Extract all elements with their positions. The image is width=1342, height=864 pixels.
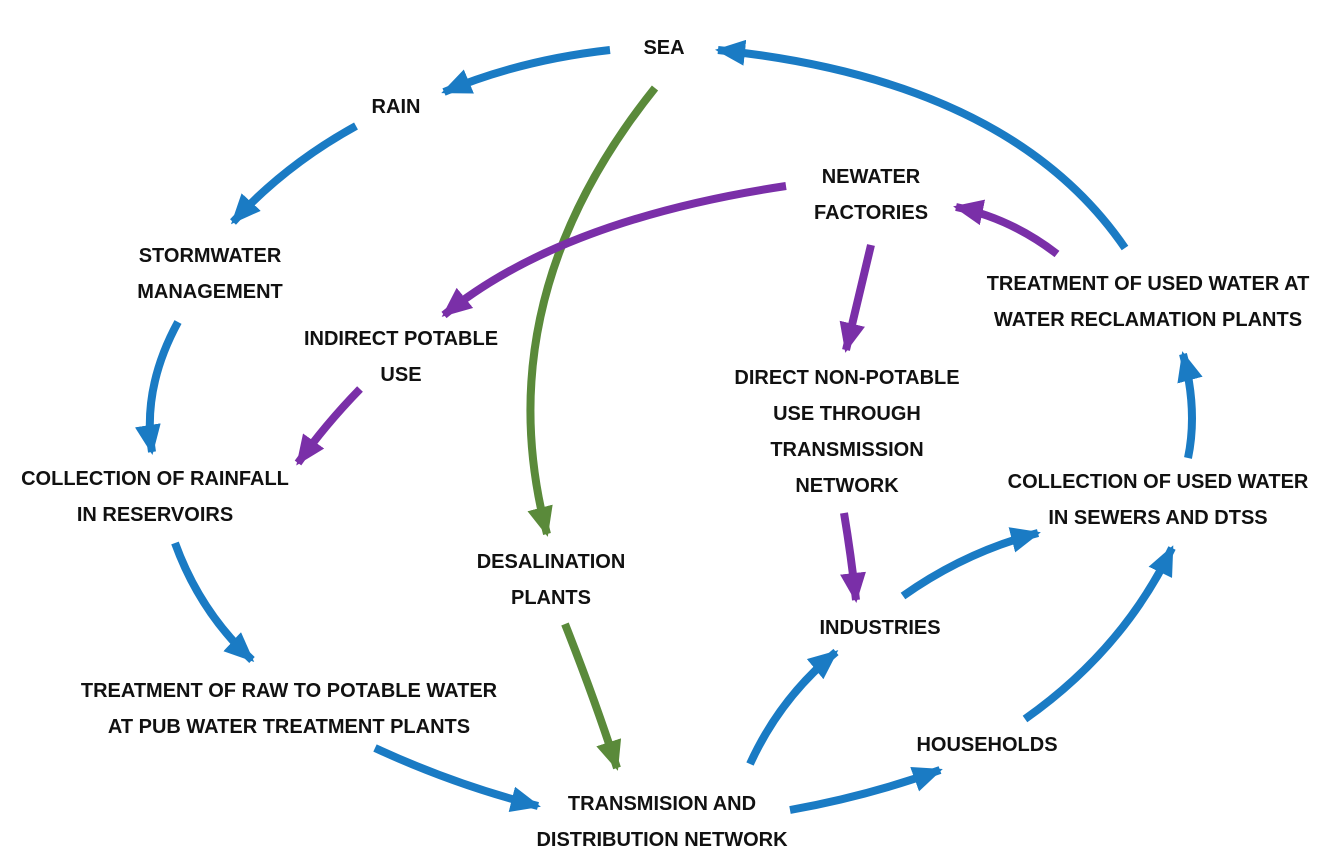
arrow-desalination-to-transmission [561, 622, 622, 771]
node-label-line: NETWORK [795, 475, 899, 497]
node-sea: SEA [643, 30, 684, 66]
node-label-line: NEWATER [821, 166, 921, 188]
node-label-line: TRANSMISSION [770, 439, 924, 461]
arrow-treatment-used-to-newater [953, 199, 1060, 258]
arrow-direct-nonpotable-to-industries [840, 512, 866, 603]
node-collection-of-rainfall: COLLECTION OF RAINFALL IN RESERVOIRS [21, 461, 289, 533]
node-label-line: USE [380, 364, 422, 386]
node-label-line: COLLECTION OF USED WATER [1007, 471, 1309, 493]
node-label-line: USE THROUGH [773, 403, 921, 425]
arrow-newater-to-indirect-potable [441, 182, 787, 319]
arrow-households-to-collection-used [1022, 545, 1176, 723]
arrow-industries-to-collection-used [900, 527, 1041, 600]
node-label-line: TRANSMISION AND [567, 793, 757, 815]
node-treatment-raw-to-potable: TREATMENT OF RAW TO POTABLE WATER AT PUB … [81, 673, 497, 745]
node-label-line: INDIRECT POTABLE [303, 328, 499, 350]
node-label-line: INDUSTRIES [819, 617, 941, 639]
arrow-sea-to-desalination [526, 85, 659, 537]
node-treatment-of-used-water: TREATMENT OF USED WATER AT WATER RECLAMAT… [987, 266, 1310, 338]
node-label-line: TREATMENT OF RAW TO POTABLE WATER [80, 680, 498, 702]
node-households: HOUSEHOLDS [916, 727, 1057, 763]
node-label-line: AT PUB WATER TREATMENT PLANTS [107, 716, 471, 738]
arrow-sea-to-rain [441, 46, 611, 96]
arrow-collection-rainfall-to-treatment-raw [171, 541, 255, 663]
node-label-line: SEA [643, 37, 685, 59]
arrow-stormwater-to-collection-rainfall [134, 320, 182, 455]
arrow-transmission-to-households [789, 766, 943, 814]
arrow-indirect-potable-to-collection-rainfall [294, 386, 363, 466]
node-label-line: PLANTS [510, 587, 591, 609]
node-label-line: TREATMENT OF USED WATER AT [986, 273, 1310, 295]
node-label-line: DESALINATION [476, 551, 626, 573]
node-collection-of-used-water: COLLECTION OF USED WATER IN SEWERS AND DT… [1008, 464, 1309, 536]
arrow-rain-to-stormwater [230, 122, 358, 225]
node-industries: INDUSTRIES [819, 610, 940, 646]
node-label-line: DISTRIBUTION NETWORK [536, 829, 788, 851]
node-stormwater-management: STORMWATER MANAGEMENT [137, 238, 283, 310]
node-direct-non-potable-use: DIRECT NON-POTABLE USE THROUGH TRANSMISSIO… [734, 360, 959, 504]
arrow-treatment-used-to-sea [715, 39, 1129, 251]
arrow-treatment-raw-to-transmission [373, 744, 541, 812]
node-indirect-potable-use: INDIRECT POTABLE USE [304, 321, 498, 393]
node-label-line: STORMWATER [138, 245, 282, 267]
arrow-transmission-to-industries [746, 648, 839, 766]
node-label-line: MANAGEMENT [137, 281, 283, 303]
node-label-line: RAIN [371, 96, 421, 118]
node-label-line: IN RESERVOIRS [76, 504, 234, 526]
node-label-line: IN SEWERS AND DTSS [1048, 507, 1268, 529]
node-label-line: WATER RECLAMATION PLANTS [993, 309, 1303, 331]
node-label-line: DIRECT NON-POTABLE [734, 367, 960, 389]
node-label-line: COLLECTION OF RAINFALL [21, 468, 289, 490]
node-rain: RAIN [372, 89, 421, 125]
node-label-line: FACTORIES [813, 202, 929, 224]
arrow-collection-used-to-treatment-used [1177, 351, 1203, 459]
node-desalination-plants: DESALINATION PLANTS [477, 544, 626, 616]
node-label-line: HOUSEHOLDS [916, 734, 1058, 756]
arrow-newater-to-direct-nonpotable [839, 244, 875, 353]
node-newater-factories: NEWATER FACTORIES [814, 159, 928, 231]
node-transmission-network: TRANSMISION AND DISTRIBUTION NETWORK [536, 786, 787, 858]
